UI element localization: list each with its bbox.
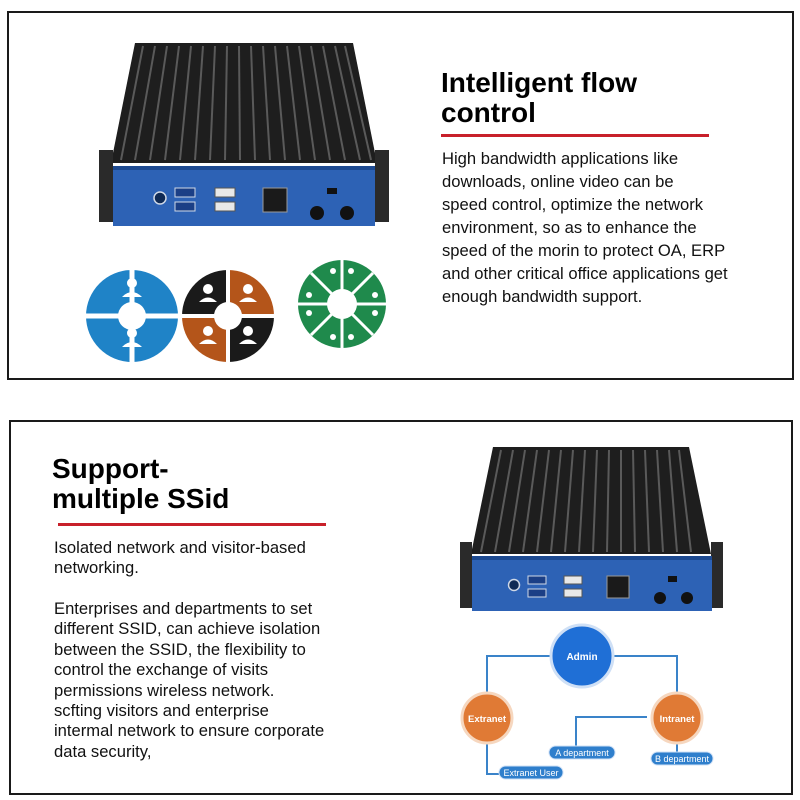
extranet-user-pill: Extranet User: [498, 765, 564, 780]
mini-pc-device-image: [99, 43, 389, 226]
title-line: multiple SSid: [52, 483, 230, 514]
intelligent-flow-panel: Intelligent flow control High bandwidth …: [7, 11, 794, 380]
admin-label: Admin: [566, 652, 597, 663]
network-diagram: Admin Extranet Intranet A department B d…: [460, 623, 714, 780]
bandwidth-circle-icon: [182, 270, 274, 362]
bandwidth-circle-icon: [86, 270, 178, 362]
extranet-label: Extranet: [468, 714, 507, 725]
a-department-pill: A department: [548, 745, 616, 760]
intranet-label: Intranet: [660, 714, 696, 725]
section-title: Support- multiple SSid: [52, 454, 229, 514]
a-department-label: A department: [555, 748, 609, 758]
section-paragraph: High bandwidth applications like downloa…: [442, 149, 728, 306]
section-title: Intelligent flow control: [441, 68, 637, 128]
mini-pc-device-image: [460, 447, 723, 611]
extranet-node: Extranet: [460, 691, 514, 745]
title-underline: [441, 134, 709, 137]
b-department-label: B department: [655, 754, 710, 764]
section-paragraph: Enterprises and departments to set diffe…: [54, 599, 325, 761]
title-line: Intelligent flow: [441, 67, 637, 98]
title-line: Support-: [52, 453, 169, 484]
b-department-pill: B department: [650, 751, 714, 766]
extranet-user-label: Extranet User: [503, 768, 558, 778]
bandwidth-circle-icon: [298, 260, 386, 348]
multiple-ssid-panel: Support- multiple SSid Isolated network …: [9, 420, 793, 795]
intranet-node: Intranet: [650, 691, 704, 745]
title-line: control: [441, 97, 536, 128]
title-underline: [58, 523, 326, 526]
admin-node: Admin: [549, 623, 615, 689]
section-paragraph: Isolated network and visitor-based netwo…: [54, 538, 306, 578]
